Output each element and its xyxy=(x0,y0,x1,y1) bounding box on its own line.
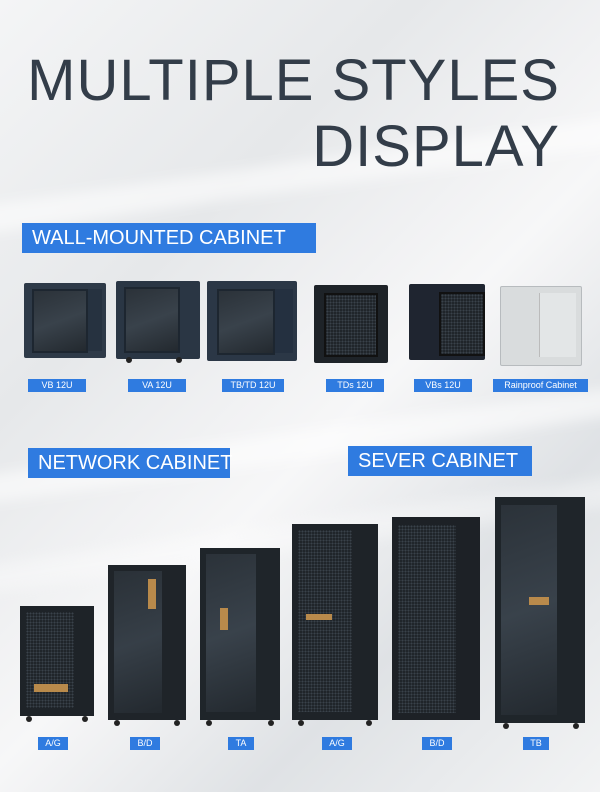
page-title-line1: MULTIPLE STYLES xyxy=(27,48,560,113)
floor-cabinet-bd-2 xyxy=(392,517,480,720)
label-floor-ag-2: A/G xyxy=(322,737,352,750)
cabinet-tds-12u xyxy=(314,285,388,363)
label-tds-12u: TDs 12U xyxy=(326,379,384,392)
label-floor-ta: TA xyxy=(228,737,254,750)
label-floor-ag-1: A/G xyxy=(38,737,68,750)
label-tb-td-12u: TB/TD 12U xyxy=(222,379,284,392)
cabinet-vb-12u xyxy=(24,283,106,358)
label-floor-bd-1: B/D xyxy=(130,737,160,750)
floor-cabinet-ag-small xyxy=(20,606,94,722)
label-floor-tb: TB xyxy=(523,737,549,750)
label-rainproof: Rainproof Cabinet xyxy=(493,379,588,392)
label-vbs-12u: VBs 12U xyxy=(414,379,472,392)
cabinet-vbs-12u xyxy=(409,284,485,360)
label-floor-bd-2: B/D xyxy=(422,737,452,750)
page-title-line2: DISPLAY xyxy=(312,114,560,179)
cabinet-tb-td-12u xyxy=(207,281,297,361)
section-wall-mounted: WALL-MOUNTED CABINET xyxy=(22,223,316,253)
cabinet-rainproof xyxy=(500,286,582,366)
floor-cabinet-bd-1 xyxy=(108,565,186,726)
floor-cabinet-ag-large xyxy=(292,524,378,726)
section-network: NETWORK CABINET xyxy=(28,448,232,478)
label-va-12u: VA 12U xyxy=(128,379,186,392)
floor-cabinet-ta xyxy=(200,548,280,726)
floor-cabinet-tb xyxy=(495,497,585,729)
label-vb-12u: VB 12U xyxy=(28,379,86,392)
cabinet-va-12u xyxy=(116,281,200,363)
section-server: SEVER CABINET xyxy=(348,446,532,476)
